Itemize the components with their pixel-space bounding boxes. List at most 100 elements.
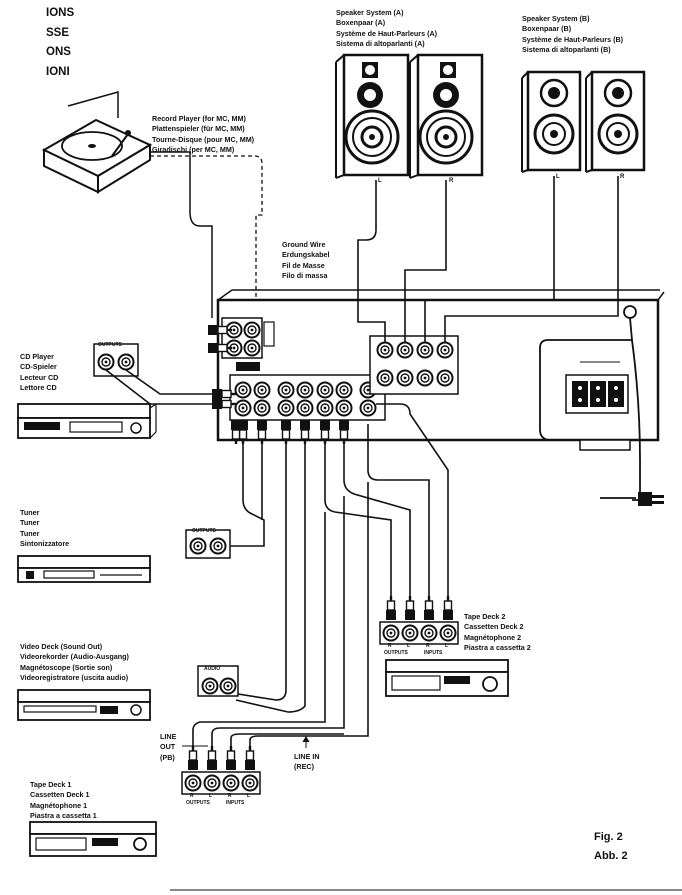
line-out-label: LINE OUT (PB)	[160, 732, 176, 763]
jack-tag: L	[445, 643, 449, 649]
caption-line: Tuner	[20, 508, 40, 517]
caption-line: Tuner	[20, 518, 40, 528]
caption-line: Piastra a cassetta 1	[30, 811, 97, 821]
power-cord	[539, 305, 664, 506]
caption-line: Record Player (for MC, MM)	[152, 114, 246, 123]
caption-line: CD Player	[20, 352, 54, 361]
caption-line: Tourne-Disque (pour MC, MM)	[152, 134, 255, 144]
caption-line: Erdungskabel	[282, 250, 330, 260]
caption-line: LINE	[160, 732, 177, 741]
video-deck-unit	[17, 689, 151, 721]
caption-line: Ground Wire	[282, 240, 326, 249]
caption-line: Videoregistratore (uscita audio)	[20, 673, 129, 683]
jack-tag: R	[228, 793, 232, 799]
tape-deck-1-caption: Tape Deck 1 Cassetten Deck 1 Magnétophon…	[30, 780, 97, 822]
cd-jack-label: OUTPUTS	[98, 342, 122, 348]
tuner-unit	[17, 555, 151, 583]
caption-line: Sistema di altoparlanti (B)	[522, 45, 611, 55]
jack-group-label: INPUTS	[424, 650, 443, 656]
caption-line: Tuner	[20, 528, 40, 538]
speaker-a-right-tag: R	[449, 178, 454, 184]
caption-line: Magnétoscope (Sortie son)	[20, 662, 113, 672]
caption-line: Tape Deck 1	[30, 780, 72, 789]
tape-deck-1-jacks	[181, 745, 261, 795]
speaker-b-left	[521, 70, 582, 173]
caption-line: Filo di massa	[282, 271, 328, 281]
ground-wire	[150, 155, 263, 300]
jack-tag: R	[190, 793, 194, 799]
jack-group-label: OUTPUTS	[384, 650, 408, 656]
tuner-cables	[230, 444, 265, 547]
heading-line: IONS	[46, 7, 75, 19]
jack-tag: L	[209, 793, 213, 799]
tuner-output-jacks	[185, 529, 231, 559]
caption-line: Boxenpaar (A)	[336, 18, 386, 28]
speaker-b-left-tag: L	[556, 174, 560, 180]
caption-line: Videorekorder (Audio-Ausgang)	[20, 652, 129, 662]
jack-group-label: INPUTS	[226, 800, 245, 806]
caption-line: Système de Haut-Parleurs (B)	[522, 34, 624, 44]
tape-deck-1-cables	[192, 482, 369, 746]
line-markers	[182, 736, 310, 748]
speaker-a-left	[335, 53, 410, 179]
caption-line: Magnétophone 1	[30, 800, 88, 810]
caption-line: Speaker System (A)	[336, 8, 404, 17]
speaker-b-right	[585, 70, 646, 173]
caption-line: Sistema di altoparlanti (A)	[336, 39, 425, 49]
jack-tag: L	[247, 793, 251, 799]
heading-line: ONS	[46, 46, 71, 58]
cd-cables	[105, 369, 215, 405]
video-jack-label: AUDIO	[204, 666, 221, 672]
record-player-caption: Record Player (for MC, MM) Plattenspiele…	[152, 114, 254, 156]
cd-player	[17, 403, 157, 439]
figure-label-line: Fig. 2	[594, 831, 623, 843]
caption-line: Système de Haut-Parleurs (A)	[336, 28, 438, 38]
tape-deck-1-unit	[29, 821, 157, 857]
phono-jacks	[221, 317, 275, 359]
tape-deck-2-jacks	[379, 595, 459, 645]
caption-line: Fil de Masse	[282, 260, 325, 270]
caption-line: Piastra a cassetta 2	[464, 643, 531, 653]
speaker-a-caption: Speaker System (A) Boxenpaar (A) Système…	[336, 8, 437, 50]
jack-tag: R	[388, 643, 392, 649]
figure-label-line: Abb. 2	[594, 850, 628, 862]
speaker-a-right	[409, 53, 484, 179]
video-audio-jacks	[197, 665, 239, 697]
heading-line: IONI	[46, 65, 70, 78]
caption-line: LINE IN	[294, 752, 320, 761]
jack-group-label: OUTPUTS	[186, 800, 210, 806]
heading-line: SSE	[46, 26, 70, 39]
caption-line: Cassetten Deck 1	[30, 790, 90, 800]
speaker-b-caption: Speaker System (B) Boxenpaar (B) Système…	[522, 14, 623, 56]
caption-line: Tape Deck 2	[464, 612, 506, 621]
caption-line: Cassetten Deck 2	[464, 622, 524, 632]
jack-tag: L	[407, 643, 411, 649]
tuner-caption: Tuner Tuner Tuner Sintonizzatore	[20, 508, 69, 550]
caption-line: Lecteur CD	[20, 372, 59, 382]
ground-wire-caption: Ground Wire Erdungskabel Fil de Masse Fi…	[282, 240, 330, 282]
tape-deck-2-unit	[385, 659, 509, 697]
caption-line: CD-Spieler	[20, 362, 57, 372]
video-cables	[235, 444, 306, 713]
speaker-terminals	[369, 335, 459, 395]
caption-line: Magnétophone 2	[464, 632, 522, 642]
record-player	[41, 91, 153, 194]
caption-line: Lettore CD	[20, 383, 57, 393]
ac-outlets	[565, 361, 629, 414]
caption-line: OUT	[160, 742, 176, 752]
caption-line: (PB)	[160, 752, 175, 762]
video-deck-caption: Video Deck (Sound Out) Videorekorder (Au…	[20, 642, 129, 684]
heading-fragments: IONS SSE ONS IONI	[46, 4, 74, 82]
speaker-wires	[357, 176, 619, 342]
cd-player-caption: CD Player CD-Spieler Lecteur CD Lettore …	[20, 352, 58, 394]
caption-line: Sintonizzatore	[20, 539, 70, 549]
tuner-jack-label: OUTPUTS	[192, 528, 216, 534]
caption-line: (REC)	[294, 762, 314, 772]
caption-line: Plattenspieler (für MC, MM)	[152, 124, 245, 134]
jack-tag: R	[426, 643, 430, 649]
caption-line: Giradischi (per MC, MM)	[152, 145, 235, 155]
caption-line: Video Deck (Sound Out)	[20, 642, 103, 651]
cd-output-jacks	[93, 343, 139, 377]
input-jacks	[229, 362, 386, 421]
tape-deck-2-caption: Tape Deck 2 Cassetten Deck 2 Magnétophon…	[464, 612, 531, 654]
